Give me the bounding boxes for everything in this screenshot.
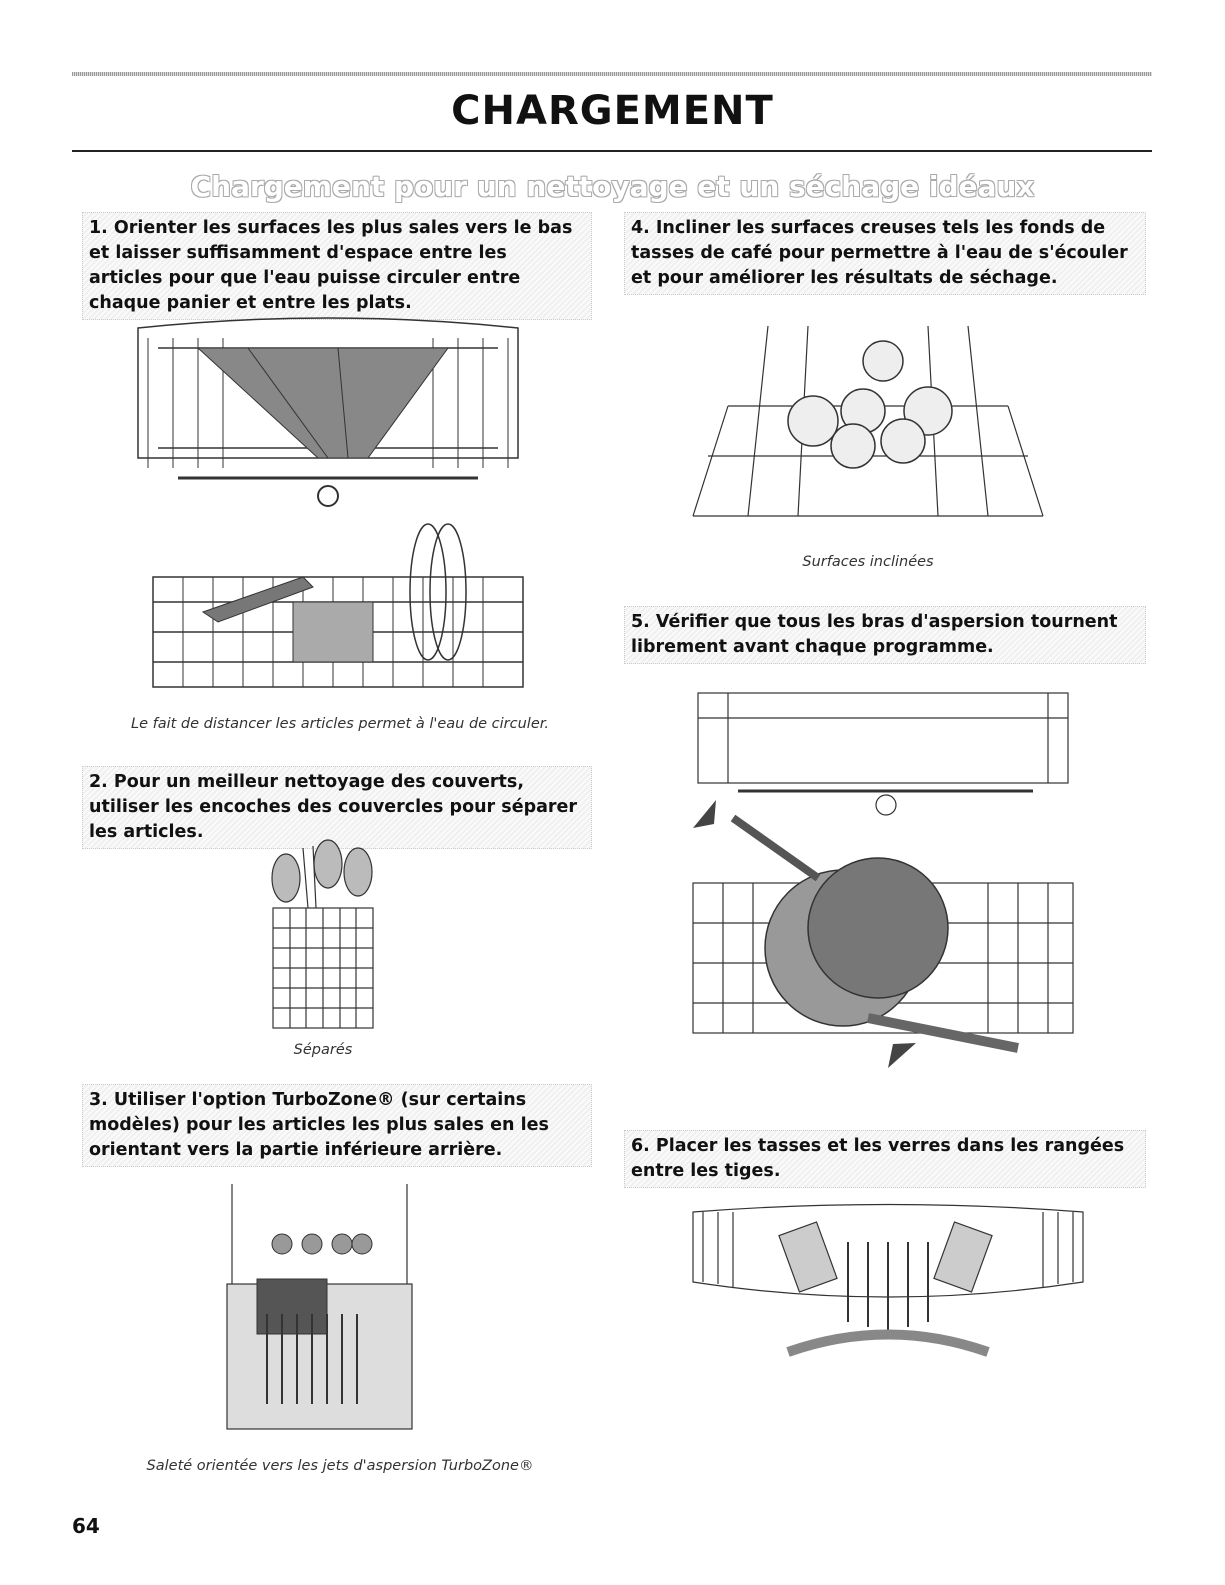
page-title: CHARGEMENT (451, 88, 774, 134)
turbozone-illustration (212, 1184, 427, 1434)
step-2: 2. Pour un meilleur nettoyage des couver… (82, 766, 592, 849)
top-rule (72, 72, 1152, 76)
step-6: 6. Placer les tasses et les verres dans … (624, 1130, 1146, 1188)
caption-distance: Le fait de distancer les articles permet… (130, 716, 549, 732)
upper-rack-cups-illustration (688, 316, 1048, 536)
cups-glasses-rack-illustration (688, 1202, 1088, 1382)
spray-arm-check-illustration (688, 688, 1083, 1078)
caption-separated: Séparés (293, 1042, 353, 1058)
page-number: 64 (72, 1514, 100, 1538)
title-rule (72, 150, 1152, 152)
silverware-basket-illustration (258, 838, 388, 1038)
lower-rack-dishes-illustration (143, 522, 533, 702)
step-5: 5. Vérifier que tous les bras d'aspersio… (624, 606, 1146, 664)
caption-inclined: Surfaces inclinées (802, 554, 934, 570)
step-4: 4. Incliner les surfaces creuses tels le… (624, 212, 1146, 295)
caption-turbozone: Saleté orientée vers les jets d'aspersio… (146, 1458, 534, 1474)
step-3: 3. Utiliser l'option TurboZone® (sur cer… (82, 1084, 592, 1167)
section-subtitle: Chargement pour un nettoyage et un sécha… (190, 170, 1035, 203)
step-1: 1. Orienter les surfaces les plus sales … (82, 212, 592, 320)
upper-rack-dishes-illustration (128, 308, 528, 518)
